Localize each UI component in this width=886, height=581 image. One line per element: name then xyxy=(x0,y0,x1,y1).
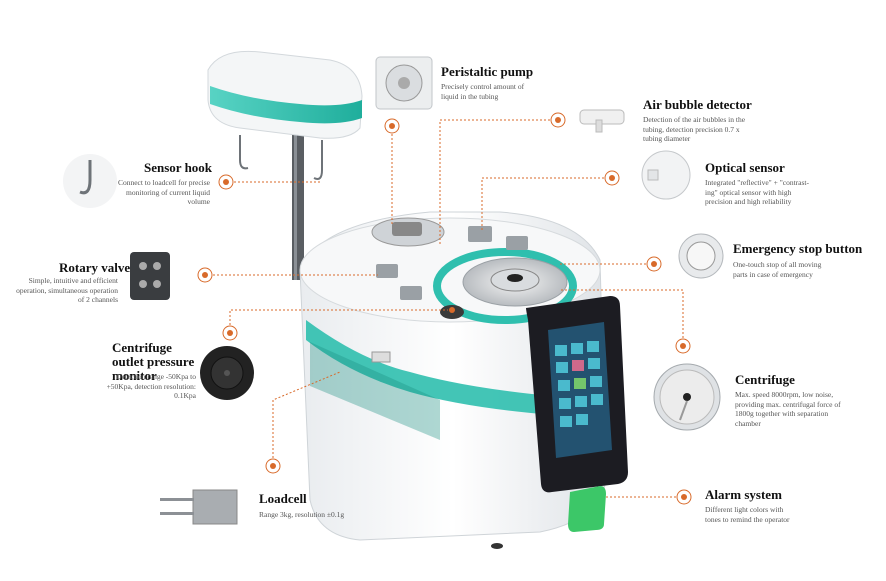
centrifuge-desc: Max. speed 8000rpm, low noise, providing… xyxy=(735,390,841,428)
sensor-hook-icon xyxy=(63,154,117,208)
emergency-stop-icon xyxy=(678,233,724,279)
optical-sensor-icon xyxy=(641,150,691,200)
emergency-stop-title: Emergency stop button xyxy=(733,241,863,256)
callout-markers xyxy=(197,112,692,505)
peristaltic-pump-desc: Precisely control amount of liquid in th… xyxy=(441,82,525,101)
emergency-stop-desc: One-touch stop of all moving parts in ca… xyxy=(733,260,822,279)
sensor-hook-title: Sensor hook xyxy=(144,160,213,175)
air-bubble-detector-title: Air bubble detector xyxy=(643,97,752,112)
alarm-system-title: Alarm system xyxy=(705,487,782,502)
rotary-valve-title: Rotary valve xyxy=(59,260,131,275)
loadcell-icon xyxy=(160,489,238,525)
sensor-hook-desc: Connect to loadcell for precise monitori… xyxy=(117,178,210,206)
support-pole xyxy=(292,120,304,280)
device-body xyxy=(299,211,628,549)
pressure-monitor-icon xyxy=(200,346,254,400)
hooks xyxy=(239,135,323,180)
peristaltic-pump-title: Peristaltic pump xyxy=(441,64,534,79)
top-tray xyxy=(207,50,363,139)
centrifuge-title: Centrifuge xyxy=(735,372,795,387)
loadcell-title: Loadcell xyxy=(259,491,307,506)
leader-lines xyxy=(205,119,684,498)
air-bubble-detector-desc: Detection of the air bubbles in the tubi… xyxy=(643,115,746,143)
rotary-valve-icon xyxy=(130,252,170,300)
centrifuge-outlet-desc: Detection range -50Kpa to +50Kpa, detect… xyxy=(106,372,196,400)
centrifuge-outlet-title: Centrifuge outlet pressure monitor xyxy=(112,340,195,383)
alarm-system-desc: Different light colors with tones to rem… xyxy=(705,505,790,524)
pump-icon xyxy=(375,56,433,110)
rotary-valve-desc: Simple, intuitive and efficient operatio… xyxy=(16,276,118,304)
centrifuge-icon xyxy=(653,363,721,431)
loadcell-desc: Range 3kg, resolution ±0.1g xyxy=(259,510,345,519)
bubble-detector-icon xyxy=(579,109,625,133)
optical-sensor-desc: Integrated "reflective" + "contrast-ing"… xyxy=(705,178,809,206)
optical-sensor-title: Optical sensor xyxy=(705,160,785,175)
